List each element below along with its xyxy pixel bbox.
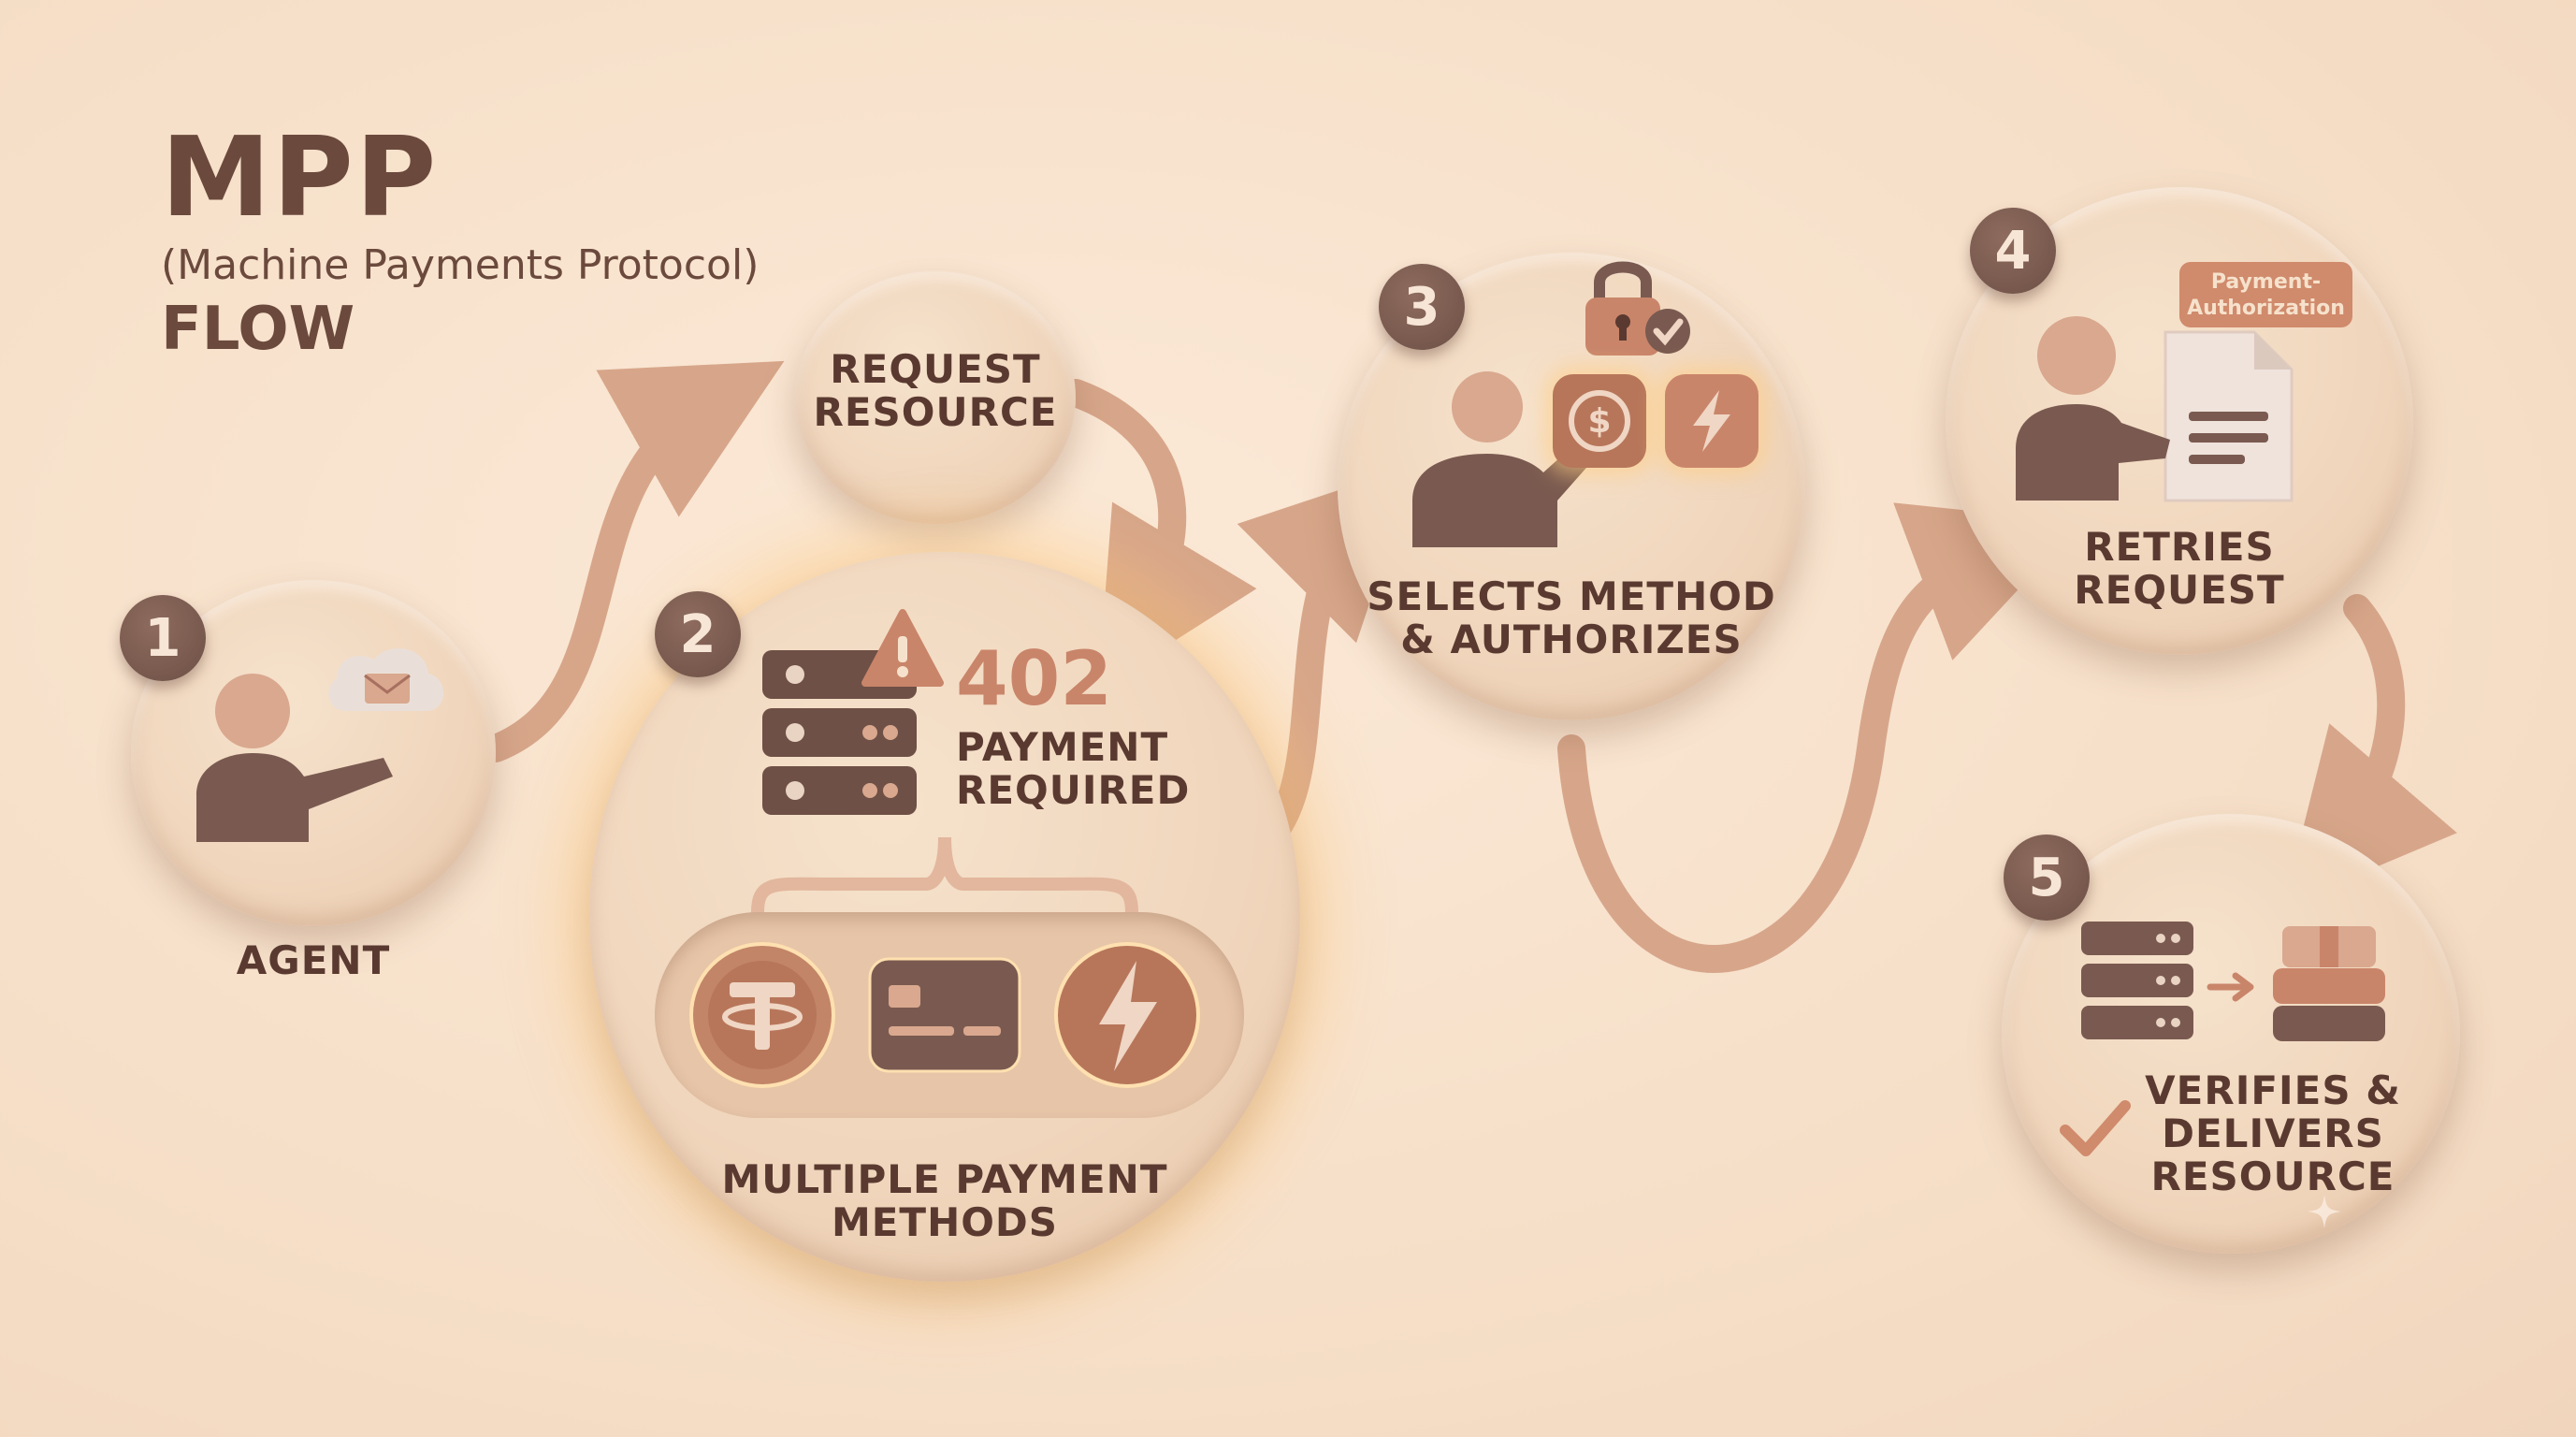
step-2-label: MULTIPLE PAYMENT METHODS (655, 1156, 1235, 1246)
step-1-badge: 1 (120, 595, 206, 681)
step-2-label-line2: METHODS (831, 1199, 1059, 1246)
lock-check-icon (1585, 261, 1690, 356)
arrow-request-to-402 (1062, 379, 1257, 690)
step-5-label-line2: DELIVERS (2162, 1110, 2384, 1157)
step-4-badge: 4 (1970, 208, 2056, 294)
step-3-label-line2: & AUTHORIZES (1400, 617, 1743, 663)
request-resource-line1: REQUEST (830, 346, 1041, 392)
dollar-coin-option (1553, 374, 1646, 468)
dollar-coin-icon: $ (1569, 390, 1630, 452)
resource-stack-icon (2273, 926, 2385, 1041)
agent-figure-icon (196, 648, 444, 842)
status-code: 402 (956, 635, 1112, 722)
step-3-label: SELECTS METHOD & AUTHORIZES (1356, 573, 1787, 663)
request-resource-label: REQUEST RESOURCE (795, 346, 1076, 436)
step-5-label-line1: VERIFIES & (2145, 1067, 2401, 1113)
lightning-icon (1693, 390, 1730, 452)
diagram-subtitle: (Machine Payments Protocol) (161, 241, 760, 289)
credit-card-icon (868, 957, 1021, 1073)
step-1-label: AGENT (236, 937, 391, 983)
arrow-retry-to-deliver (2283, 594, 2457, 907)
step-4-label-line1: RETRIES (2084, 524, 2275, 570)
tether-coin-icon (689, 942, 835, 1088)
agent-retry-icon (2016, 316, 2170, 501)
arrow-select-to-retry (1557, 502, 2081, 973)
step-3-badge: 3 (1379, 264, 1465, 350)
step-4-label: RETRIES REQUEST (1992, 524, 2366, 614)
request-resource-disc (795, 271, 1076, 524)
request-resource-line2: RESOURCE (813, 389, 1058, 436)
document-icon (2164, 330, 2294, 502)
step-5-label-line3: RESOURCE (2150, 1154, 2395, 1200)
step-4-label-line2: REQUEST (2074, 567, 2285, 614)
payment-authorization-header: Payment- Authorization (2179, 262, 2352, 327)
status-line-2: REQUIRED (956, 767, 1191, 814)
status-line-1: PAYMENT (956, 724, 1169, 770)
step-5-badge: 5 (2004, 835, 2090, 921)
header-line1: Payment- (2210, 270, 2322, 294)
step-2-badge: 2 (655, 591, 741, 677)
server-icon (2081, 922, 2193, 1039)
step-5-label: VERIFIES & DELIVERS RESOURCE (2133, 1067, 2413, 1200)
warning-icon (861, 609, 944, 687)
arrow-agent-to-request (482, 360, 785, 762)
header-line2: Authorization (2187, 296, 2345, 320)
status-text: PAYMENT REQUIRED (956, 724, 1191, 814)
flow-label: FLOW (161, 295, 355, 364)
brace-connector-icon (751, 836, 1138, 917)
lightning-coin-icon (1054, 942, 1200, 1088)
check-icon (2060, 1100, 2131, 1156)
sparkle-icon (2308, 1195, 2341, 1228)
step-3-label-line1: SELECTS METHOD (1367, 573, 1776, 619)
arrow-right-icon (2207, 972, 2254, 1002)
diagram-title: MPP (161, 112, 439, 241)
svg-text:$: $ (1587, 402, 1611, 441)
step-2-label-line1: MULTIPLE PAYMENT (721, 1156, 1168, 1202)
